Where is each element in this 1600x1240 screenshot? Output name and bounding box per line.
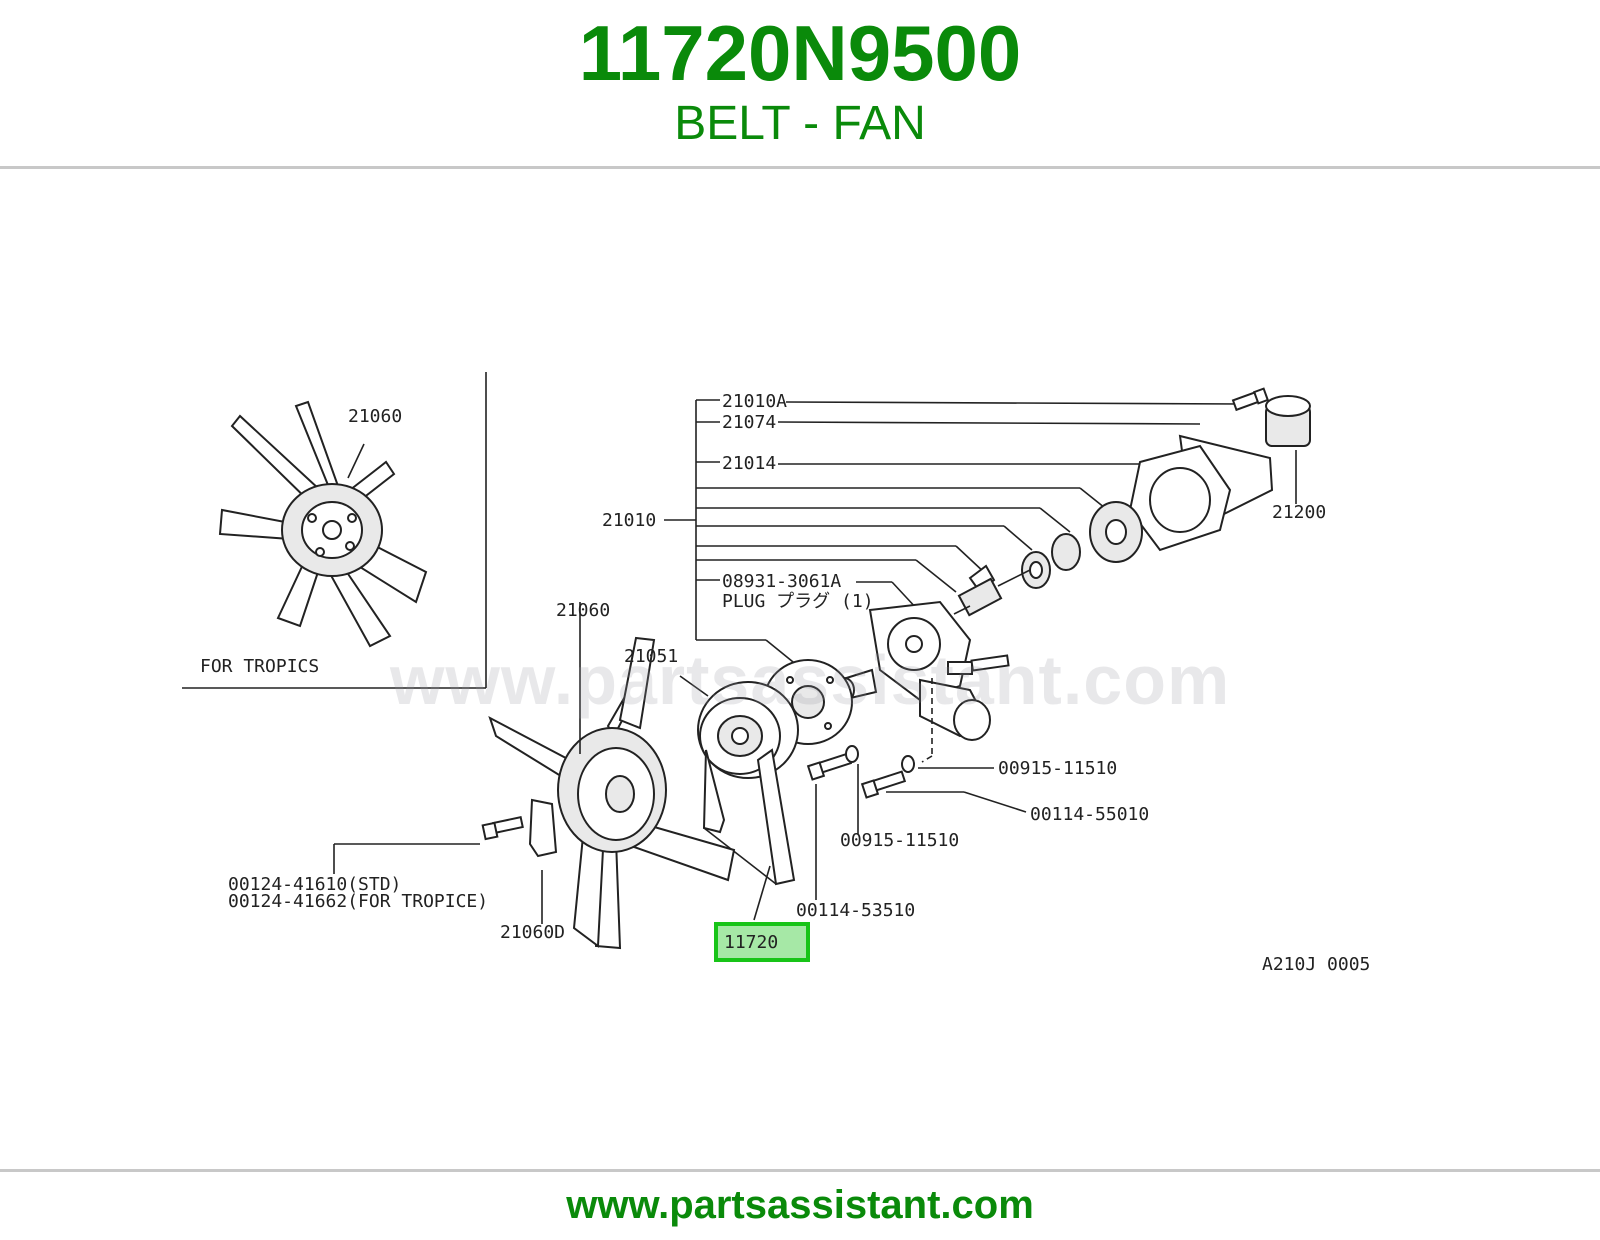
label-00114-53510[interactable]: 00114-53510	[796, 900, 915, 921]
pulley-drawing	[697, 681, 799, 779]
label-21010[interactable]: 21010	[602, 510, 656, 531]
impeller-drawing	[953, 501, 1143, 617]
header: 11720N9500 BELT - FAN	[0, 0, 1600, 168]
part-name: BELT - FAN	[674, 97, 926, 150]
fan-belt-drawing	[702, 748, 796, 921]
label-00124-41610-std[interactable]: 00124-41610(STD)	[228, 874, 401, 895]
label-11720[interactable]: 11720	[724, 932, 778, 953]
bolt-top-drawing	[1231, 387, 1270, 412]
label-plug: PLUG プラグ (1)	[722, 591, 874, 612]
label-21060-main[interactable]: 21060	[556, 600, 610, 621]
label-21010A[interactable]: 21010A	[722, 391, 787, 412]
gasket-drawing	[1128, 434, 1274, 552]
footer-site-link[interactable]: www.partsassistant.com	[566, 1183, 1034, 1227]
header-divider	[0, 166, 1600, 169]
highlight-11720[interactable]	[714, 922, 810, 962]
label-for-tropics: FOR TROPICS	[200, 656, 319, 677]
leader-21051	[679, 675, 709, 697]
label-21060-inset[interactable]: 21060	[348, 406, 402, 427]
label-00915-11510-right[interactable]: 00915-11510	[998, 758, 1117, 779]
parts-diagram: 21010A 21074 21014 21010 21200 08931-306…	[180, 340, 1420, 1010]
water-pump-drawing	[833, 600, 1010, 763]
footer-divider	[0, 1169, 1600, 1172]
label-21014[interactable]: 21014	[722, 453, 776, 474]
label-21074[interactable]: 21074	[722, 412, 776, 433]
label-21051[interactable]: 21051	[624, 646, 678, 667]
label-21060D[interactable]: 21060D	[500, 922, 565, 943]
main-fan-drawing	[488, 602, 736, 950]
label-00114-55010[interactable]: 00114-55010	[1030, 804, 1149, 825]
label-21200[interactable]: 21200	[1272, 502, 1326, 523]
part-number: 11720N9500	[578, 9, 1022, 97]
fan-spacer-drawing	[333, 798, 558, 924]
tropic-fan-drawing	[218, 400, 428, 648]
bracket-lines	[664, 399, 1243, 667]
label-08931-3061A[interactable]: 08931-3061A	[722, 571, 841, 592]
thermostat-drawing	[1265, 395, 1311, 504]
label-diagram-code: A210J 0005	[1262, 954, 1370, 975]
label-00124-41662-tropice[interactable]: 00124-41662(FOR TROPICE)	[228, 891, 488, 912]
parts-diagram-svg: 21010A 21074 21014 21010 21200 08931-306…	[182, 372, 1370, 975]
label-00915-11510-bottom[interactable]: 00915-11510	[840, 830, 959, 851]
bolts-drawing	[806, 745, 1027, 900]
